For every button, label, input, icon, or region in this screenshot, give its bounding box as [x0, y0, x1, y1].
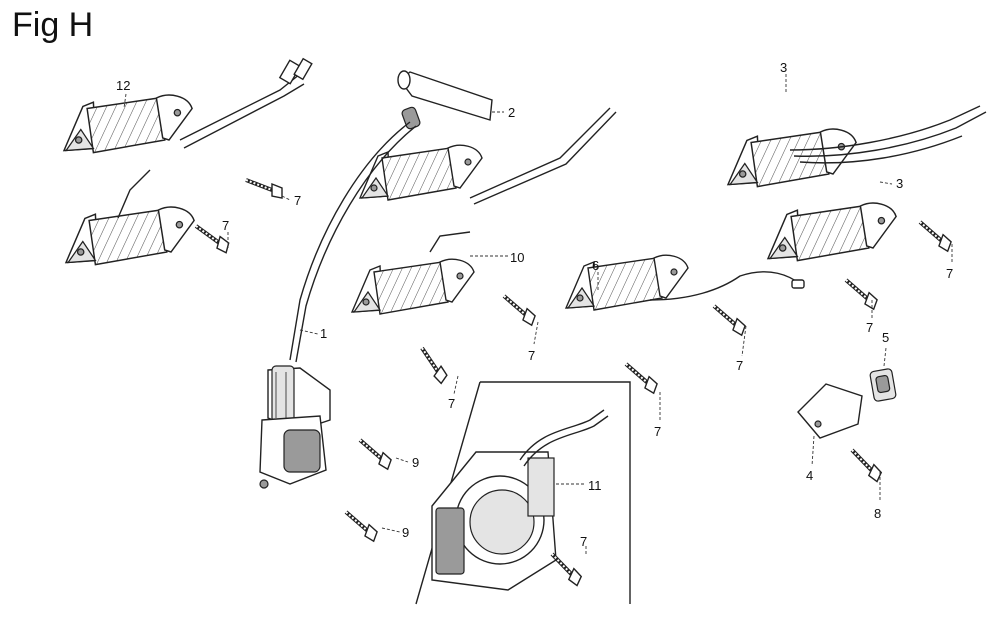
- callout-7-e: 7: [580, 534, 587, 549]
- coil-12-upper: [63, 57, 313, 154]
- callout-10: 10: [510, 250, 524, 265]
- coil-6: [565, 254, 805, 311]
- callout-7-d: 7: [448, 396, 455, 411]
- coil-10: [351, 231, 475, 315]
- coil-3-lower: [767, 202, 897, 262]
- coil-3-upper: [727, 105, 987, 188]
- callout-8: 8: [874, 506, 881, 521]
- callout-9-b: 9: [402, 525, 409, 540]
- callout-5b: 5: [882, 330, 889, 345]
- bolt-7-d: [409, 346, 454, 386]
- callout-7-i: 7: [866, 320, 873, 335]
- callout-7-f: 7: [654, 424, 661, 439]
- callout-3-b: 3: [896, 176, 903, 191]
- callout-7-b: 7: [222, 218, 229, 233]
- callout-6: 6: [592, 258, 599, 273]
- spark-plug-cap: [397, 70, 493, 130]
- callout-7-h: 7: [946, 266, 953, 281]
- callout-1: 1: [320, 326, 327, 341]
- bolt-7-c: [495, 294, 540, 328]
- callout-7-a: 7: [294, 193, 301, 208]
- callout-3-a: 3: [780, 60, 787, 75]
- leader-lines: [123, 74, 953, 556]
- ignition-coil-center-top: [289, 107, 617, 363]
- bolt-7-g: [911, 220, 956, 254]
- ignition-unit-1: [259, 365, 331, 489]
- callout-7-g: 7: [736, 358, 743, 373]
- callout-4: 4: [806, 468, 813, 483]
- stator-11: [431, 409, 609, 591]
- callout-11: 11: [588, 478, 602, 493]
- callout-7-c: 7: [528, 348, 535, 363]
- callout-2b: 2: [508, 105, 515, 120]
- grommet-5: [869, 368, 897, 402]
- bolt-7-h: [837, 278, 882, 312]
- figure-title: Fig H: [12, 6, 94, 44]
- callout-labels: 12 1 2 7 7 10 1 7 7 9 9 11 7 6 7 7 3 3 7…: [116, 60, 953, 549]
- callout-12: 12: [116, 78, 130, 93]
- bolt-9-b: [337, 510, 382, 544]
- bolt-8: [842, 448, 887, 484]
- bolt-9-a: [351, 438, 396, 472]
- callout-9-a: 9: [412, 455, 419, 470]
- bolt-7-a: [244, 178, 284, 200]
- coil-12-lower: [65, 169, 195, 266]
- bolt-7-e: [705, 304, 750, 338]
- bolt-7-f: [617, 362, 662, 396]
- bracket-4: [797, 383, 863, 439]
